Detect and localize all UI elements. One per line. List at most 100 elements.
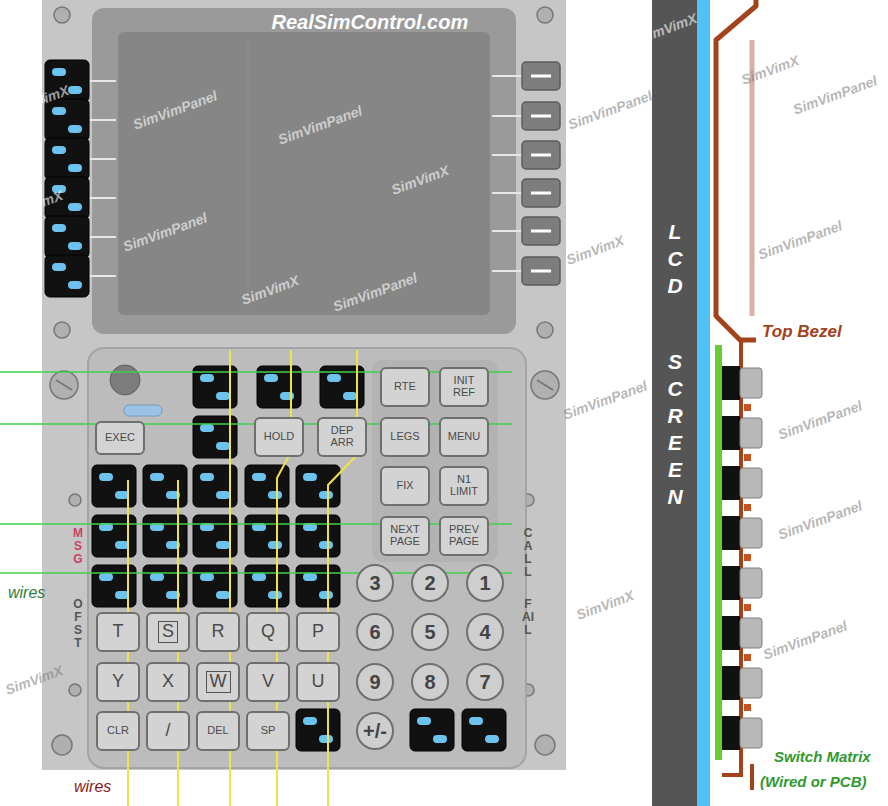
function-key: RTE <box>380 367 430 407</box>
key-legend: SP <box>261 725 276 737</box>
key-legend: +/- <box>363 720 387 742</box>
number-key: 1 <box>466 564 504 602</box>
part-name: Switch Matrix <box>774 748 871 765</box>
letter-key: W <box>196 662 240 702</box>
function-key: EXEC <box>95 421 145 455</box>
wire-label: wires <box>74 778 111 796</box>
key-legend: P <box>312 622 324 642</box>
function-key: INIT REF <box>439 367 489 407</box>
key-legend: X <box>162 672 174 692</box>
key-legend: EXEC <box>105 432 135 444</box>
watermark: SimVimX <box>637 10 699 46</box>
key-legend: R <box>212 622 225 642</box>
watermark: SimVimPanel <box>566 87 654 132</box>
number-key: 3 <box>356 564 394 602</box>
function-key: PREV PAGE <box>439 516 489 556</box>
key-legend: CLR <box>107 725 129 737</box>
watermark: SimVimPanel <box>331 269 419 314</box>
function-key: LEGS <box>380 417 430 457</box>
watermark: SimVimPanel <box>791 72 879 117</box>
key-legend: 4 <box>479 621 490 643</box>
number-key: 9 <box>356 663 394 701</box>
function-key: NEXT PAGE <box>380 516 430 556</box>
key-legend: 7 <box>479 671 490 693</box>
function-key: FIX <box>380 466 430 506</box>
part-name: LCD <box>665 218 686 299</box>
function-key: HOLD <box>254 417 304 457</box>
key-legend: HOLD <box>264 431 295 443</box>
watermark: SimVimPanel <box>756 217 844 262</box>
key-legend: 8 <box>424 671 435 693</box>
watermark: SimVimX <box>739 52 801 88</box>
watermark: SimVimX <box>574 587 636 623</box>
watermark: SimVimX <box>239 272 301 308</box>
key-legend: U <box>312 672 325 692</box>
number-key: 7 <box>466 663 504 701</box>
key-legend: 2 <box>424 572 435 594</box>
wire-label: wires <box>8 584 45 602</box>
key-legend: DEP ARR <box>327 425 357 448</box>
function-key: N1 LIMIT <box>439 466 489 506</box>
watermark: SimVimPanel <box>561 377 649 422</box>
function-key: DEL <box>196 711 240 751</box>
function-key: MENU <box>439 417 489 457</box>
letter-key: X <box>146 662 190 702</box>
watermark: SimVimPanel <box>776 397 864 442</box>
annunciator: CALL <box>522 527 534 579</box>
key-legend: N1 LIMIT <box>449 474 479 497</box>
key-legend: NEXT PAGE <box>388 524 422 547</box>
key-legend: DEL <box>207 725 228 737</box>
annunciator: FAIL <box>522 598 534 637</box>
part-name: (Wired or PCB) <box>760 773 867 790</box>
watermark: SimVimPanel <box>131 87 219 132</box>
letter-key: Y <box>96 662 140 702</box>
watermark: SimVimX <box>3 662 65 698</box>
key-legend: FIX <box>396 480 413 492</box>
letter-key: S <box>146 612 190 652</box>
key-legend: MENU <box>448 431 480 443</box>
key-legend: 3 <box>369 572 380 594</box>
watermark: SimVimPanel <box>776 497 864 542</box>
number-key: 8 <box>411 663 449 701</box>
number-key: 4 <box>466 613 504 651</box>
part-name: Top Bezel <box>762 322 842 342</box>
key-legend: 1 <box>479 572 490 594</box>
watermark: SimVimX <box>389 162 451 198</box>
letter-key: P <box>296 612 340 652</box>
number-key: 2 <box>411 564 449 602</box>
key-legend: PREV PAGE <box>447 524 481 547</box>
key-legend: 9 <box>369 671 380 693</box>
key-legend: INIT REF <box>449 375 479 398</box>
function-key: CLR <box>96 711 140 751</box>
key-legend: S <box>158 621 178 643</box>
site-watermark: RealSimControl.com <box>272 11 469 34</box>
function-key: DEP ARR <box>317 417 367 457</box>
number-key: +/- <box>356 712 394 750</box>
watermark: SimVimX <box>564 232 626 268</box>
letter-key: / <box>146 711 190 751</box>
letter-key: R <box>196 612 240 652</box>
watermark: SimVimX <box>3 187 65 223</box>
key-legend: Y <box>112 672 124 692</box>
key-legend: T <box>113 622 124 642</box>
key-legend: / <box>165 721 170 741</box>
letter-key: T <box>96 612 140 652</box>
key-legend: 5 <box>424 621 435 643</box>
annunciator: MSG <box>72 527 84 566</box>
watermark: SimVimPanel <box>761 617 849 662</box>
key-legend: RTE <box>394 381 416 393</box>
number-key: 5 <box>411 613 449 651</box>
key-legend: W <box>206 671 231 693</box>
watermark: SimVimX <box>9 82 71 118</box>
key-legend: LEGS <box>390 431 419 443</box>
letter-key: V <box>246 662 290 702</box>
annunciator: OFST <box>72 598 84 650</box>
letter-key: Q <box>246 612 290 652</box>
watermark: SimVimPanel <box>276 102 364 147</box>
number-key: 6 <box>356 613 394 651</box>
letter-key: U <box>296 662 340 702</box>
key-legend: Q <box>261 622 275 642</box>
part-name: SCREEN <box>665 348 686 510</box>
key-legend: 6 <box>369 621 380 643</box>
function-key: SP <box>246 711 290 751</box>
